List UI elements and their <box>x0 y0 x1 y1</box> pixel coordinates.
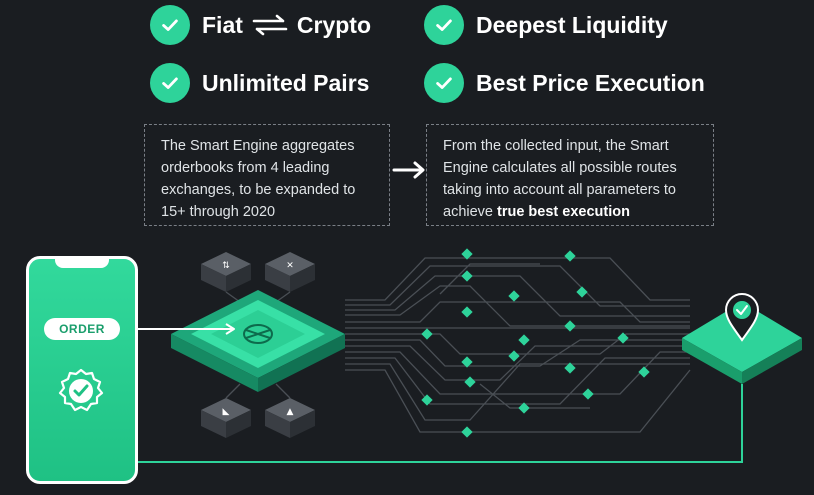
feature-label: Deepest Liquidity <box>476 11 668 38</box>
check-circle-icon <box>424 5 464 45</box>
description-line: Engine calculates all possible routes <box>443 160 677 176</box>
feature-crypto-label: Crypto <box>296 11 372 38</box>
svg-text:◣: ◣ <box>223 407 230 417</box>
right-arrow-icon <box>392 161 425 179</box>
description-line: orderbooks from 4 leading <box>161 160 330 176</box>
order-badge: ORDER <box>44 318 120 340</box>
description-line: taking into account all parameters to <box>443 182 676 198</box>
svg-text:✕: ✕ <box>286 261 294 271</box>
exchange-chip-top-right: ✕ <box>265 252 315 292</box>
svg-text:⇅: ⇅ <box>222 261 230 271</box>
feature-best-price-execution: Best Price Execution <box>424 63 705 103</box>
description-line: 15+ through 2020 <box>161 204 276 220</box>
description-line-emphasis: achieve true best execution <box>443 204 630 220</box>
feature-unlimited-pairs: Unlimited Pairs <box>150 63 369 103</box>
exchange-chip-bottom-left: ◣ <box>201 398 251 438</box>
verified-seal-icon <box>58 368 104 412</box>
smart-engine-logo-icon <box>243 324 273 344</box>
return-flow-line <box>75 384 743 463</box>
exchange-chip-bottom-right: ▲ <box>265 398 315 438</box>
check-circle-icon <box>150 5 190 45</box>
feature-fiat-crypto: Fiat Crypto <box>150 5 371 45</box>
feature-fiat-label: Fiat <box>202 11 243 38</box>
svg-text:▲: ▲ <box>287 407 294 417</box>
destination-platform <box>682 302 802 384</box>
location-pin-icon <box>724 293 760 342</box>
exchange-chip-top-left: ⇅ <box>201 252 251 292</box>
check-circle-icon <box>150 63 190 103</box>
description-line: The Smart Engine aggregates <box>161 138 355 154</box>
smart-engine-processor <box>171 290 345 392</box>
phone-notch <box>55 259 109 268</box>
description-line: From the collected input, the Smart <box>443 138 669 154</box>
routing-nodes <box>421 248 650 438</box>
swap-arrows-icon <box>252 14 288 36</box>
true-best-execution-text: true best execution <box>497 204 630 220</box>
routing-description-box: From the collected input, the Smart Engi… <box>426 124 714 226</box>
feature-label: Unlimited Pairs <box>202 69 370 96</box>
description-line: exchanges, to be expanded to <box>161 182 356 198</box>
aggregation-description-box: The Smart Engine aggregates orderbooks f… <box>144 124 390 226</box>
order-flow-arrow <box>122 323 235 335</box>
routing-lines <box>345 257 691 433</box>
feature-deepest-liquidity: Deepest Liquidity <box>424 5 668 45</box>
check-circle-icon <box>424 63 464 103</box>
feature-label: Best Price Execution <box>476 69 705 96</box>
